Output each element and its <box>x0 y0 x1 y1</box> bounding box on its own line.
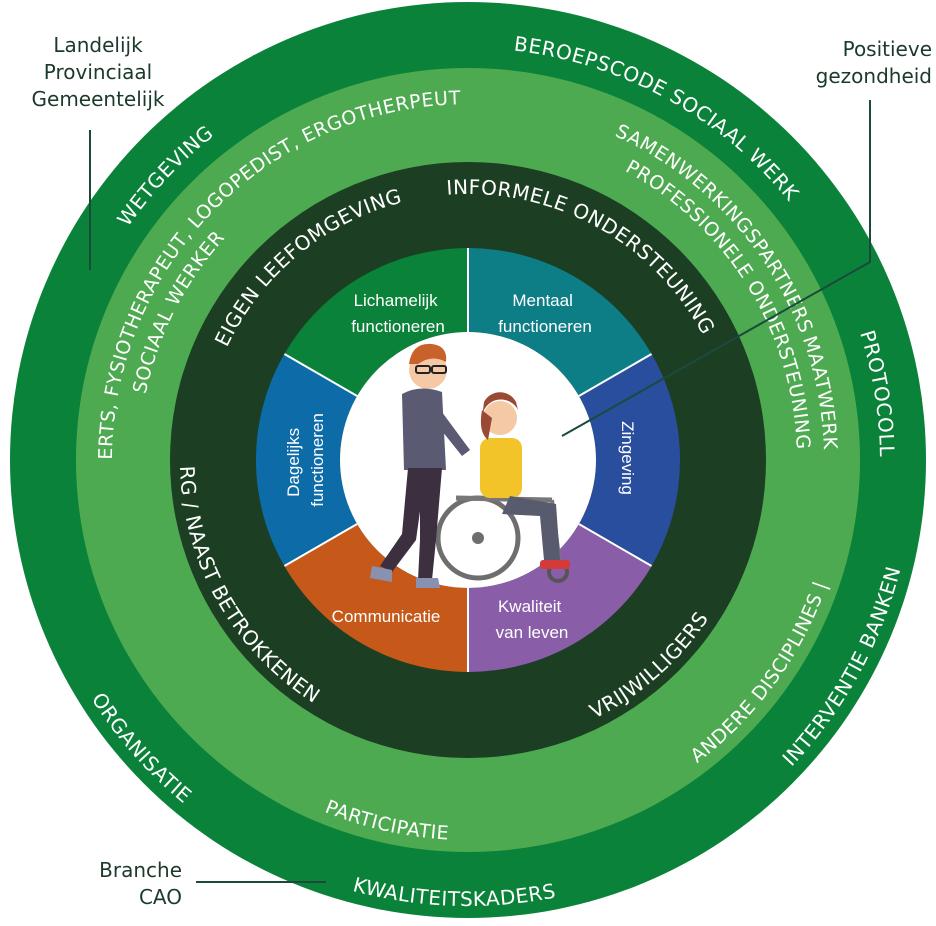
annotation-levels-line: Gemeentelijk <box>31 87 165 111</box>
segment-label-communicatie: Communicatie <box>332 607 441 626</box>
segment-dividers <box>283 248 653 672</box>
annotation-branche-cao: Branche CAO <box>70 857 182 911</box>
segment-label-dagelijks: Dagelijks functioneren <box>284 413 327 507</box>
segment-kwaliteit <box>468 524 652 672</box>
annotation-levels-line: Provinciaal <box>43 60 153 84</box>
annotation-branche-line: Branche <box>99 858 182 882</box>
annotation-levels-line: Landelijk <box>53 33 143 57</box>
segment-lichamelijk <box>284 248 468 396</box>
annotation-levels: Landelijk Provinciaal Gemeentelijk <box>18 32 178 113</box>
segment-zingeving <box>578 354 681 566</box>
annotation-branche-line: CAO <box>138 885 182 909</box>
annotation-positieve-gezondheid: Positieve gezondheid <box>784 36 932 90</box>
segment-label-lichamelijk: Lichamelijk functioneren <box>351 291 445 336</box>
annotation-positieve-line: Positieve <box>842 37 932 61</box>
segment-label-kwaliteit: Kwaliteit van leven <box>496 597 569 642</box>
annotation-positieve-line: gezondheid <box>815 64 932 88</box>
segment-mentaal <box>468 247 652 396</box>
leader-line-positieve <box>561 100 871 437</box>
segment-dagelijks <box>255 354 358 566</box>
segment-label-zingeving: Zingeving <box>618 421 637 495</box>
segment-communicatie <box>284 524 468 672</box>
caregiver-wheelchair-illustration <box>370 343 570 588</box>
segment-label-mentaal: Mentaal functioneren <box>498 291 592 336</box>
